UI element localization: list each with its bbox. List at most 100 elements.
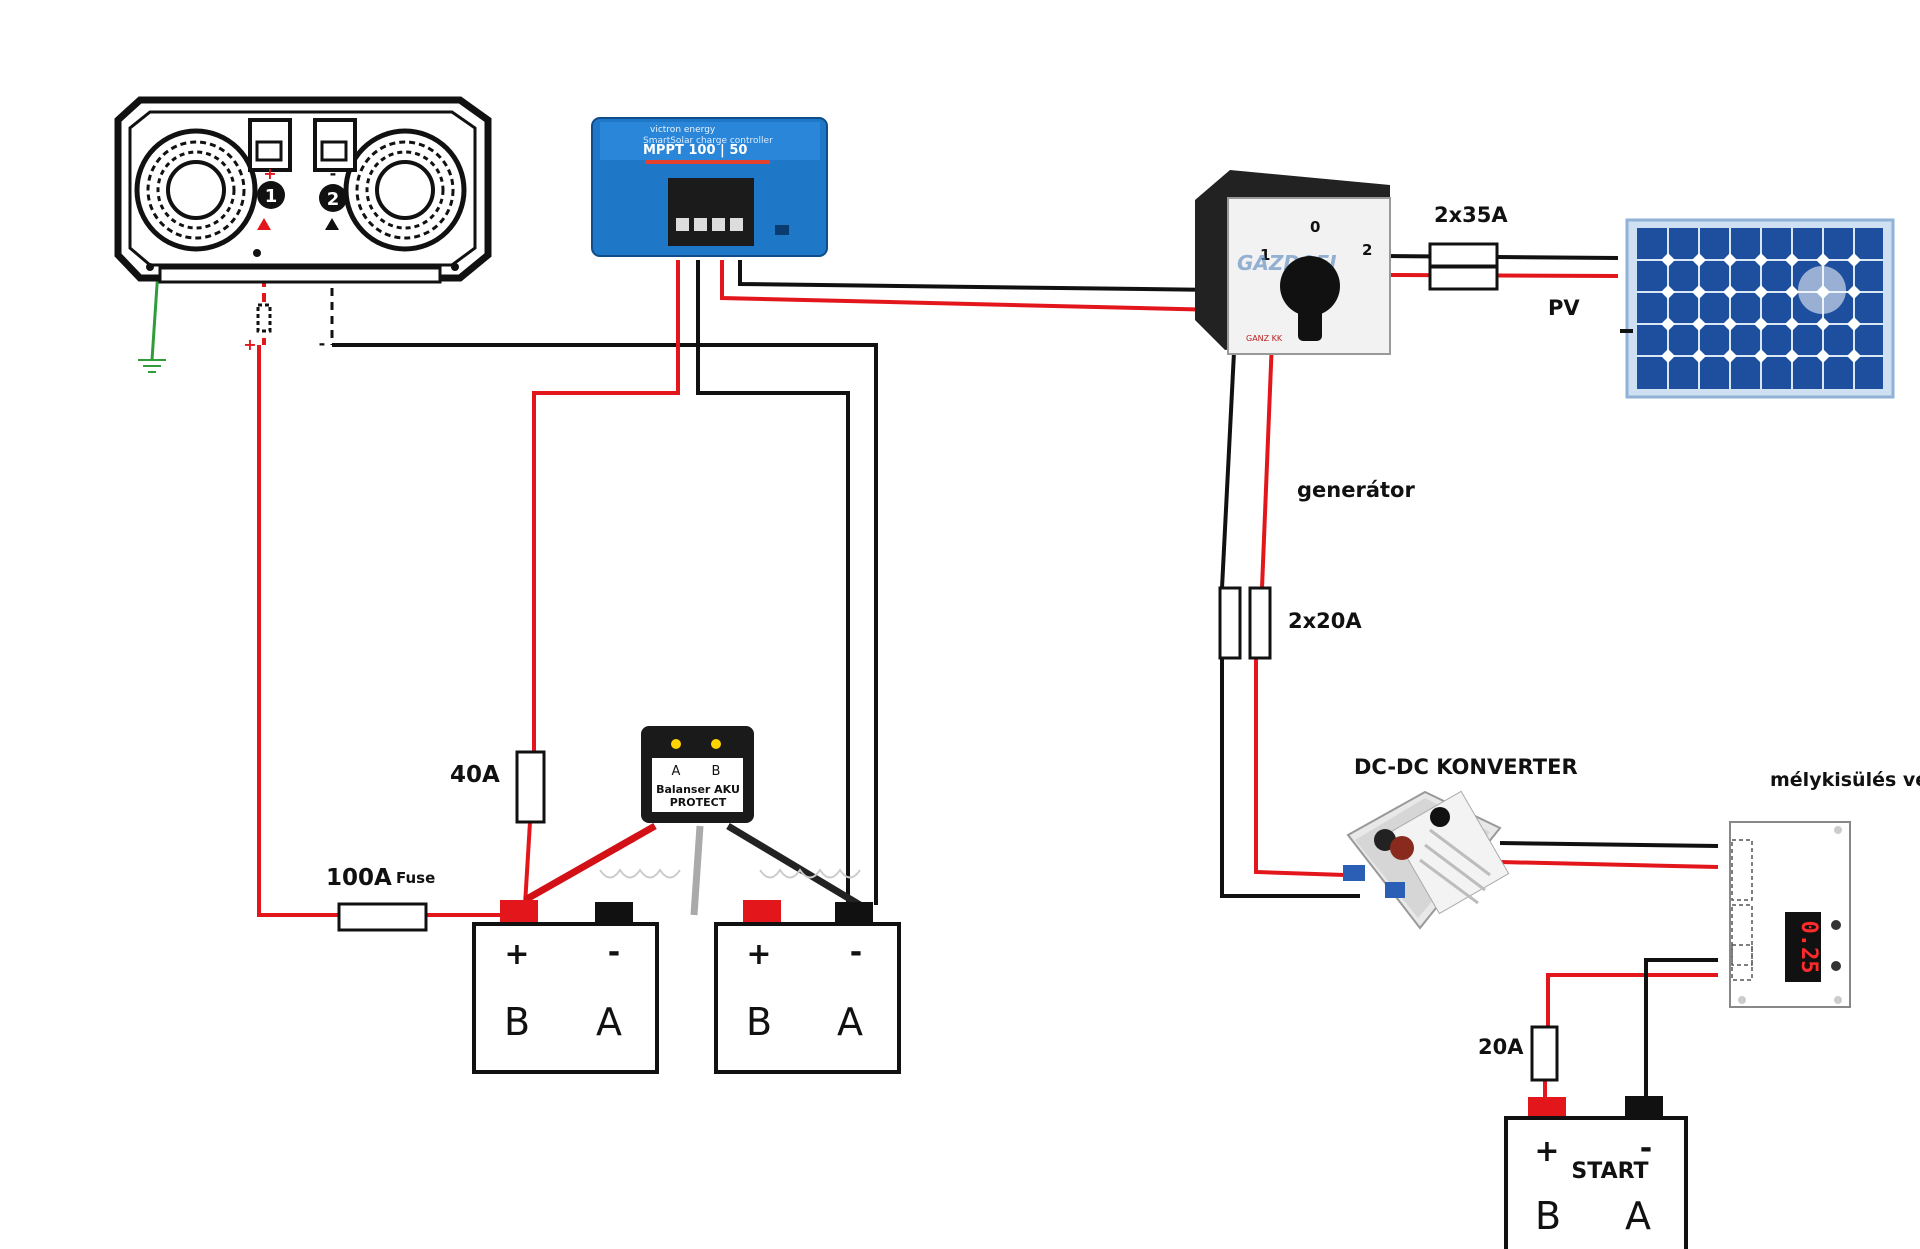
- switch-pos-1: 1: [1260, 246, 1270, 264]
- battery-1-right-letter: A: [596, 1000, 622, 1044]
- battery-2-negative-post: [835, 902, 873, 924]
- battery-1-plus: +: [504, 937, 529, 972]
- inverter-minus-top: -: [330, 164, 337, 183]
- protector-display: [1785, 912, 1821, 982]
- fuse-40a: [515, 750, 546, 824]
- wire-inverter-negative: [332, 343, 878, 905]
- battery-1-negative-post: [595, 902, 633, 924]
- wire-pv-positive: [1384, 273, 1619, 278]
- rotary-switch: 1 0 2 GAZDAFI GANZ KK: [1195, 170, 1391, 355]
- labels: 100A Fuse 40A 2x35A PV generátor 2x20A D…: [326, 203, 1920, 1059]
- wire-generator-positive: [1260, 339, 1274, 589]
- wire-dcdc-out-positive: [1499, 860, 1719, 869]
- label-40a: 40A: [450, 762, 500, 788]
- wire-balancer-b: [726, 822, 862, 909]
- balancer-line2: PROTECT: [670, 796, 727, 809]
- mppt-subtitle: SmartSolar charge controller: [643, 136, 773, 146]
- inverter-terminal-1-badge: [257, 181, 285, 209]
- battery-1: + - B A: [472, 900, 659, 1074]
- dcdc-converter: [1343, 790, 1510, 930]
- balancer-line1: Balanser AKU: [656, 783, 740, 796]
- switch-pos-0: 0: [1310, 218, 1320, 236]
- inverter-plus-side: +: [243, 335, 256, 354]
- wire-ground: [150, 269, 160, 361]
- label-deep-discharge: mélykisülés vé: [1770, 769, 1920, 791]
- inverter-terminal-2-badge: [319, 184, 347, 212]
- battery-start-left-letter: B: [1535, 1194, 1561, 1238]
- wire-generator-negative: [1220, 351, 1236, 589]
- wire-mppt-negative: [696, 258, 850, 905]
- ground-icon: [138, 359, 166, 373]
- fuse-35a-bottom: [1428, 265, 1499, 291]
- battery-2-left-letter: B: [746, 1000, 772, 1044]
- mppt-brand: victron energy: [650, 125, 716, 135]
- battery-2-right-letter: A: [837, 1000, 863, 1044]
- wire-protector-to-start-positive: [1546, 973, 1718, 1027]
- inverter-plus-top: +: [263, 164, 276, 183]
- balancer-a: A: [672, 764, 681, 779]
- battery-start-minus: -: [1640, 1131, 1652, 1166]
- inverter-terminal-1-label: 1: [265, 186, 278, 207]
- wire-balancer-a: [523, 822, 657, 904]
- battery-1-minus: -: [608, 935, 620, 970]
- battery-2-minus: -: [850, 935, 862, 970]
- balancer: A B Balanser AKU PROTECT: [641, 726, 754, 823]
- battery-start-body: [1504, 1116, 1688, 1249]
- wire-protector-to-start-negative: [1644, 958, 1718, 1100]
- wire-inverter-positive: [257, 345, 342, 917]
- battery-2-plus: +: [746, 937, 771, 972]
- battery-start-plus: +: [1534, 1134, 1559, 1169]
- wire-fuse40-to-battery: [523, 821, 532, 906]
- battery-2-positive-post: [743, 900, 781, 924]
- wire-pv-negative: [1384, 254, 1619, 260]
- wire-gen-pos-to-dcdc: [1254, 658, 1346, 877]
- fan-right-icon: [343, 128, 467, 252]
- wires: [150, 218, 1719, 1110]
- fan-left-icon: [134, 128, 258, 252]
- mppt-terminal-block: [668, 178, 754, 246]
- mppt-controller: victron energy SmartSolar charge control…: [588, 115, 830, 260]
- wire-mppt-pv-negative: [738, 258, 1221, 292]
- battery-start-right-letter: A: [1625, 1194, 1651, 1238]
- mppt-model: MPPT 100 | 50: [643, 143, 747, 158]
- label-20a: 20A: [1478, 1035, 1524, 1059]
- fuse-35a-top: [1428, 242, 1499, 268]
- battery-1-body: [472, 922, 659, 1074]
- fuses: [256, 242, 1559, 1082]
- fuse-inverter-inline: [256, 303, 272, 333]
- fuse-20a-left: [1218, 586, 1242, 660]
- label-dcdc: DC-DC KONVERTER: [1354, 755, 1578, 779]
- label-pv: PV: [1548, 296, 1580, 320]
- label-100a: 100A: [326, 865, 392, 891]
- wire-balancer-mid: [690, 825, 704, 916]
- fuse-20a-start: [1530, 1025, 1559, 1082]
- fuse-100a: [337, 902, 428, 932]
- battery-start-positive-post: [1528, 1097, 1566, 1119]
- inverter-minus-side: -: [319, 334, 326, 353]
- label-generator: generátor: [1297, 478, 1415, 502]
- solar-panel: [1620, 218, 1895, 399]
- fuse-20a-right: [1248, 586, 1272, 660]
- inverter-terminal-2-label: 2: [327, 189, 340, 210]
- inverter: 1 2 + - + -: [114, 96, 492, 373]
- label-fuse-word: Fuse: [396, 869, 435, 887]
- wire-mppt-pv-positive: [720, 258, 1221, 312]
- battery-1-left-letter: B: [504, 1000, 530, 1044]
- wire-gen-neg-to-dcdc: [1220, 658, 1360, 898]
- switch-brand: GANZ KK: [1246, 334, 1283, 343]
- battery-start: + - START B A: [1504, 1096, 1688, 1249]
- balancer-wire-loops: [599, 868, 861, 879]
- label-2x35a: 2x35A: [1434, 203, 1508, 227]
- label-2x20a: 2x20A: [1288, 609, 1362, 633]
- protector-display-value: 0.25: [1796, 921, 1821, 974]
- balancer-b: B: [712, 764, 721, 779]
- switch-pos-2: 2: [1362, 241, 1372, 259]
- battery-1-positive-post: [500, 900, 538, 924]
- wire-mppt-positive: [532, 258, 680, 752]
- battery-start-negative-post: [1625, 1096, 1663, 1118]
- battery-2: + - B A: [714, 900, 901, 1074]
- battery-start-name: START: [1571, 1159, 1648, 1184]
- battery-2-body: [714, 922, 901, 1074]
- deep-discharge-protector: 0.25: [1729, 821, 1851, 1008]
